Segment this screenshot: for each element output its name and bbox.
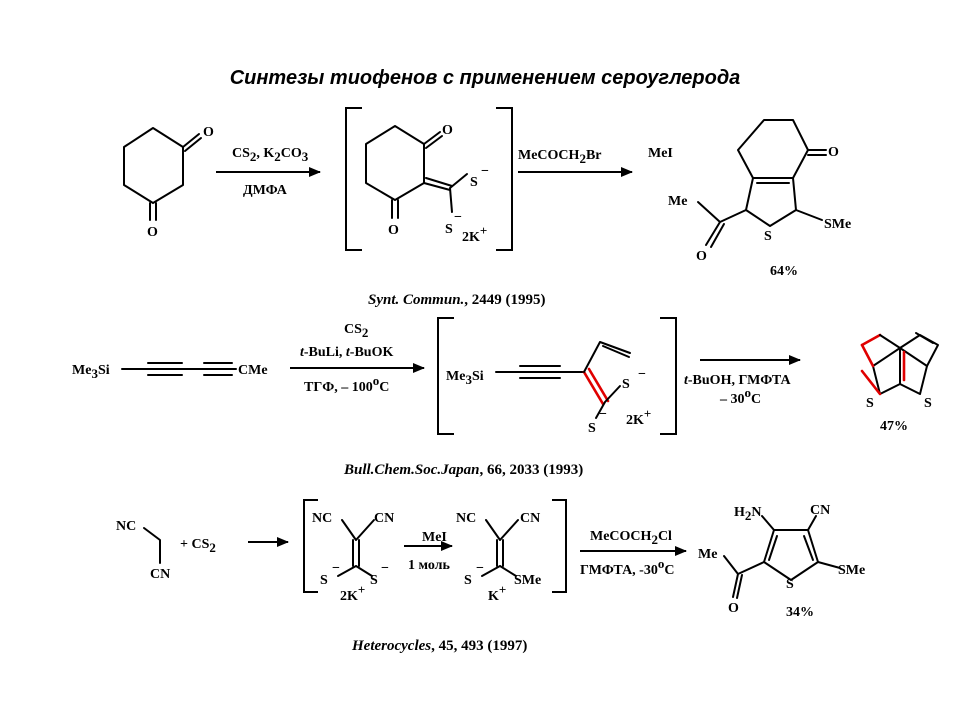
minus-charge: − [599,407,607,422]
sulfur-label: S [370,573,378,588]
nitrile-label: CN [374,511,394,526]
bracket-left [437,317,454,435]
bracket-right [552,499,567,593]
carbon-disulfide-label: + CS2 [180,537,216,555]
bracket-right [660,317,677,435]
sulfur-label: S [588,421,596,436]
thiomethyl-label: SMe [838,563,865,578]
conditions-label: ТГФ, – 100oС [304,373,389,395]
oxygen-label: O [203,125,214,140]
diyne-substrate: Me3Si CMe [72,362,268,381]
nitrile-label: NC [116,519,136,534]
conditions-label: ГМФТА, -30oC [580,556,674,578]
counter-ion: K+ [488,582,506,604]
tetrahydrobenzothiophene-product: O S Me O SMe 64% [668,119,851,279]
oxygen-label: O [728,601,739,616]
minus-charge: − [454,210,462,225]
dicyanoethylene-thiolate: NC CN S − SMe K+ [456,511,541,604]
oxygen-label: O [388,223,399,238]
reference: Bull.Chem.Soc.Japan, 66, 2033 (1993) [343,462,583,478]
cyclohexanedione: O O [123,125,214,240]
counter-ion: 2K+ [626,406,651,428]
enyne-dithiolate-intermediate: Me3Si S − S − 2K+ [446,341,651,436]
dicyanoethylene-dithiolate: NC CN S − S − 2K+ [312,511,394,604]
nitrile-label: NC [312,511,332,526]
sulfur-label: S [866,396,874,411]
reagent-label: MeCOCH2Br [518,148,602,166]
reaction-1: O O CS2, K2CO3 ДМФА O O S − S − 2K+ MeCO… [123,107,851,308]
nitrile-label: CN [520,511,540,526]
counter-ion: 2K+ [462,223,487,245]
yield-label: 47% [880,419,908,434]
nitrile-label: CN [150,567,170,582]
sulfur-label: S [464,573,472,588]
minus-charge: − [381,561,389,576]
minus-charge: − [638,367,646,382]
nitrile-label: NC [456,511,476,526]
reaction-3: NC CN + CS2 NC CN S − S − 2K+ MeI 1 моль… [116,499,865,654]
sulfur-label: S [622,377,630,392]
amino-label: H2N [734,505,762,523]
minus-charge: − [481,164,489,179]
oxygen-label: O [696,249,707,264]
bracket-right [496,107,513,251]
oxygen-label: O [828,145,839,160]
methyl-label: Me [668,194,687,209]
page-title: Синтезы тиофенов с применением сероуглер… [230,67,741,89]
sulfur-label: S [786,577,794,592]
aminothiophene-product: H2N CN S SMe Me O 34% [698,503,865,620]
minus-charge: − [476,561,484,576]
reference: Heterocycles, 45, 493 (1997) [351,638,527,654]
thienothiophene-product: S S 47% [860,332,939,434]
sulfur-label: S [445,222,453,237]
oxygen-label: O [147,225,158,240]
dithiolate-intermediate: O O S − S − 2K+ [365,123,489,245]
amount-label: 1 моль [408,558,451,573]
thiomethyl-label: SMe [514,573,541,588]
sulfur-label: S [764,229,772,244]
sulfur-label: S [924,396,932,411]
yield-label: 64% [770,264,798,279]
reagent-label: MeI [422,530,447,545]
counter-ion: 2K+ [340,582,365,604]
reagent-label: MeCOCH2Cl [590,529,672,547]
oxygen-label: O [442,123,453,138]
trimethylsilyl-label: Me3Si [446,369,484,387]
reagent-label: t-BuLi, t-BuOK [300,345,393,360]
reagent-label: CS2 [344,322,368,340]
reaction-2: Me3Si CMe CS2 t-BuLi, t-BuOK ТГФ, – 100o… [72,317,939,478]
trimethylsilyl-label: Me3Si [72,363,110,381]
methylacetylene-label: CMe [238,363,268,378]
reference: Synt. Commun., 2449 (1995) [368,292,546,308]
nitrile-label: CN [810,503,830,518]
sulfur-label: S [470,175,478,190]
methyl-label: Me [698,547,717,562]
reagent-label: MeI [648,146,673,161]
minus-charge: − [332,561,340,576]
reagent-label: t-BuOH, ГМФТА [684,373,792,388]
malononitrile: NC CN [116,519,170,582]
sulfur-label: S [320,573,328,588]
bracket-left [303,499,318,593]
solvent-label: ДМФА [243,183,288,198]
yield-label: 34% [786,605,814,620]
bracket-left [345,107,362,251]
thiomethyl-label: SMe [824,217,851,232]
reagent-label: CS2, K2CO3 [232,146,309,164]
conditions-label: – 30oС [719,385,761,407]
